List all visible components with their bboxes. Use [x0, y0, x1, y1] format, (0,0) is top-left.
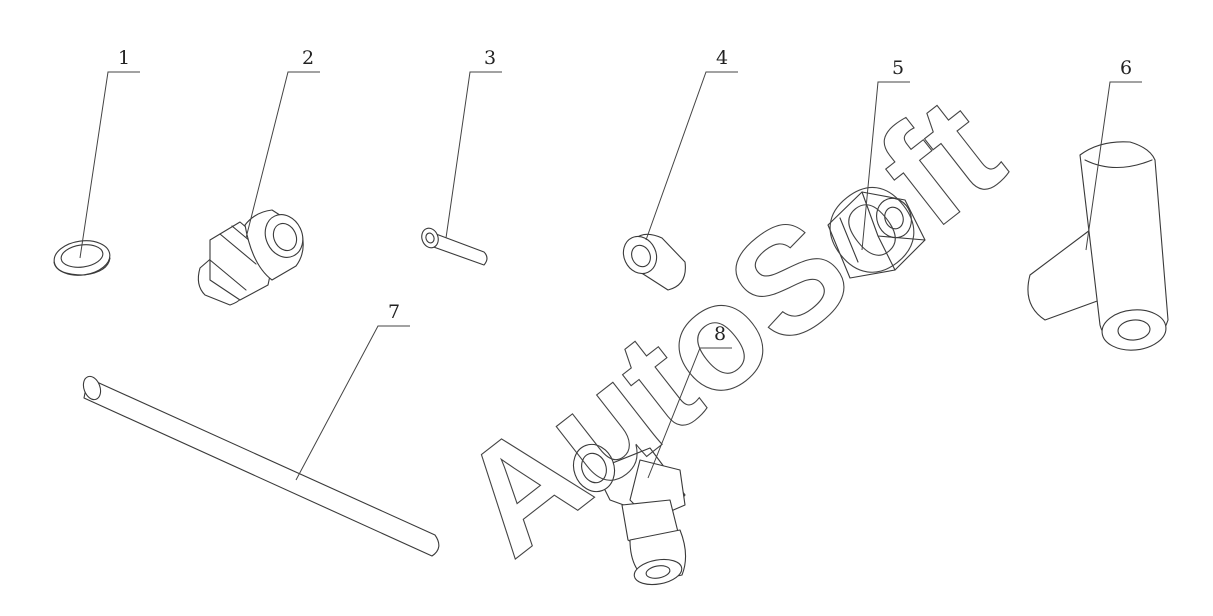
part-8-elbow — [572, 443, 687, 586]
callout-5: 5 — [861, 57, 910, 251]
part-1-ring — [53, 240, 111, 276]
callout-label: 7 — [388, 301, 400, 323]
callout-3: 3 — [445, 47, 502, 239]
callout-1: 1 — [79, 47, 140, 259]
part-7-tube — [82, 375, 440, 557]
callout-4: 4 — [645, 47, 738, 241]
callout-8: 8 — [647, 323, 732, 479]
callout-7: 7 — [295, 301, 410, 481]
part-2-fitting — [197, 209, 304, 306]
watermark: AutoSoft — [429, 64, 1031, 586]
part-4-ferrule — [622, 233, 686, 291]
callout-label: 6 — [1120, 57, 1132, 79]
part-5-nut — [827, 191, 926, 279]
callout-label: 8 — [714, 323, 726, 345]
part-6-tee — [1027, 141, 1169, 351]
callout-label: 2 — [302, 47, 314, 69]
part-3-pin — [421, 227, 488, 266]
callout-label: 4 — [716, 47, 728, 69]
callout-6: 6 — [1085, 57, 1142, 251]
callout-label: 5 — [892, 57, 904, 79]
callout-label: 3 — [484, 47, 496, 69]
callout-label: 1 — [118, 47, 130, 69]
callout-2: 2 — [245, 47, 320, 239]
